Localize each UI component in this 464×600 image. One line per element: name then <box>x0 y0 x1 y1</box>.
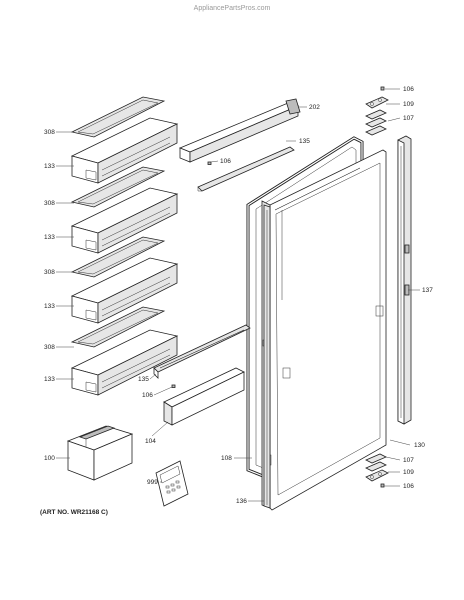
callout-308-4: 308 <box>44 344 55 351</box>
screw-part[interactable] <box>380 86 385 91</box>
door-bin-group-3 <box>70 236 179 324</box>
callout-109-bot: 109 <box>403 469 414 476</box>
top-hinge-parts <box>365 86 389 136</box>
door-bin-group-4 <box>70 306 179 396</box>
callout-135-top: 135 <box>299 138 310 145</box>
callout-202: 202 <box>309 104 320 111</box>
door-panel <box>261 149 387 511</box>
callout-133-3: 133 <box>44 303 55 310</box>
callout-133-2: 133 <box>44 234 55 241</box>
screw-part[interactable] <box>207 161 212 165</box>
callout-100: 100 <box>44 455 55 462</box>
callout-107-bot: 107 <box>403 457 414 464</box>
callout-labels: 106 109 107 202 135 106 137 308 133 308 … <box>44 86 433 505</box>
keypad-999 <box>155 460 189 507</box>
side-strip-136 <box>263 204 271 509</box>
watermark: AppliancePartsPros.com <box>194 5 271 12</box>
callout-133-4: 133 <box>44 376 55 383</box>
bin-cover-part[interactable] <box>70 236 166 278</box>
door-bin-group-2 <box>70 166 179 254</box>
side-trim-137 <box>397 135 412 425</box>
callout-106-top: 106 <box>403 86 414 93</box>
bin-cover-part[interactable] <box>70 306 166 348</box>
callout-308-2: 308 <box>44 200 55 207</box>
callout-106-low: 106 <box>142 392 153 399</box>
art-number: (ART NO. WR21168 C) <box>40 509 108 516</box>
callout-106-mid: 106 <box>220 158 231 165</box>
callout-308-3: 308 <box>44 269 55 276</box>
trim-strip-135-top <box>197 146 295 192</box>
callout-999: 999 <box>147 479 158 486</box>
callout-308-1: 308 <box>44 129 55 136</box>
bin-cover-part[interactable] <box>70 96 166 138</box>
callout-106-bot: 106 <box>403 483 414 490</box>
package-box-100 <box>66 425 134 481</box>
callout-109-top: 109 <box>403 101 414 108</box>
callout-136: 136 <box>236 498 247 505</box>
screw-part[interactable] <box>171 384 176 388</box>
callout-104: 104 <box>145 438 156 445</box>
bin-cover-part[interactable] <box>70 166 166 208</box>
callout-108: 108 <box>221 455 232 462</box>
callout-107-top: 107 <box>403 115 414 122</box>
bottom-hinge-parts <box>365 453 389 488</box>
trim-strip-135-low <box>153 324 251 379</box>
door-bin-group-1 <box>70 96 179 184</box>
screw-part[interactable] <box>380 483 385 488</box>
bracket-104 <box>163 367 245 426</box>
top-trim-202 <box>178 98 301 163</box>
leader-lines <box>56 88 420 502</box>
callout-135-low: 135 <box>138 376 149 383</box>
callout-130: 130 <box>414 442 425 449</box>
callout-133-1: 133 <box>44 163 55 170</box>
callout-137: 137 <box>422 287 433 294</box>
